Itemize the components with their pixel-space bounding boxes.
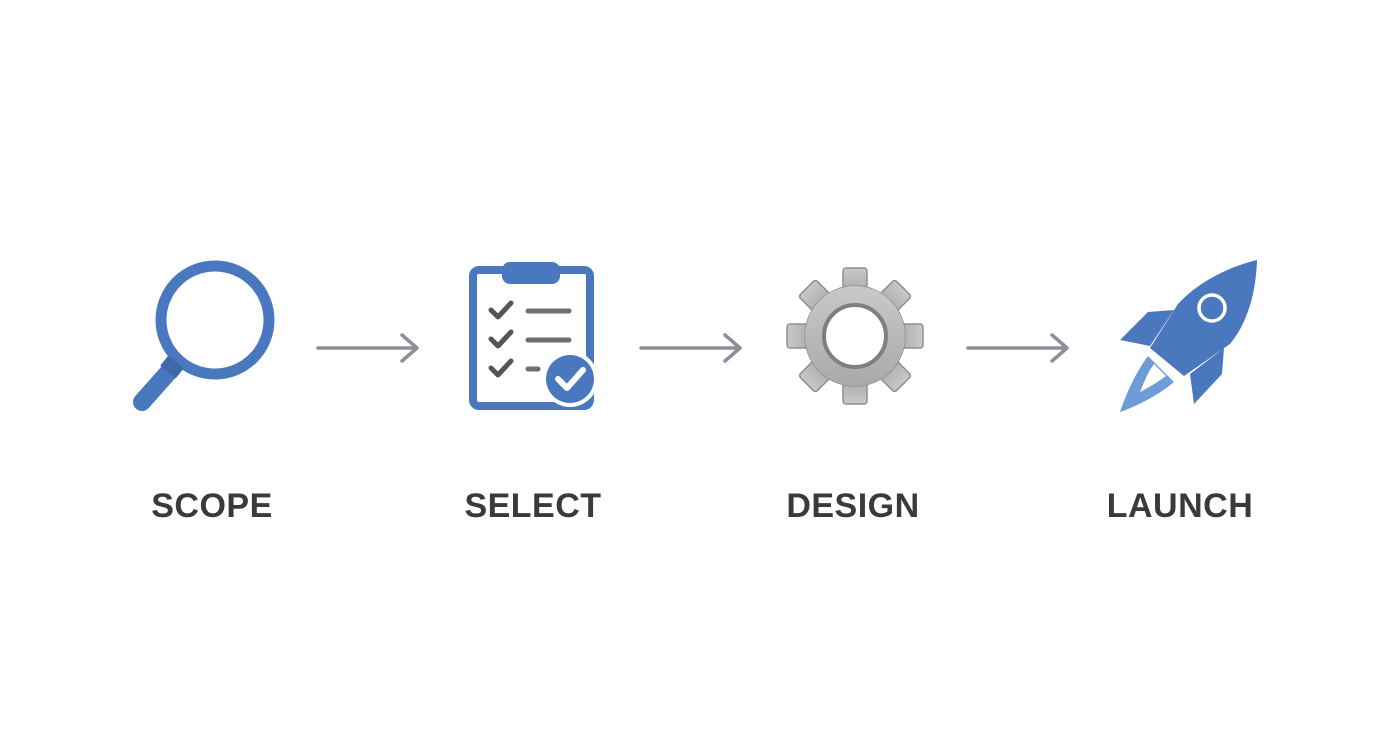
magnifying-glass-icon (128, 258, 284, 418)
step-label-design: DESIGN (786, 487, 920, 525)
arrow-right-icon (966, 332, 1072, 364)
arrow-right-icon (639, 332, 745, 364)
step-label-scope: SCOPE (151, 487, 273, 525)
clipboard-checklist-icon (466, 260, 604, 412)
rocket-icon (1114, 256, 1262, 418)
arrow-right-icon (316, 332, 422, 364)
gear-icon (785, 266, 925, 406)
step-label-select: SELECT (464, 487, 602, 525)
step-label-launch: LAUNCH (1106, 487, 1254, 525)
